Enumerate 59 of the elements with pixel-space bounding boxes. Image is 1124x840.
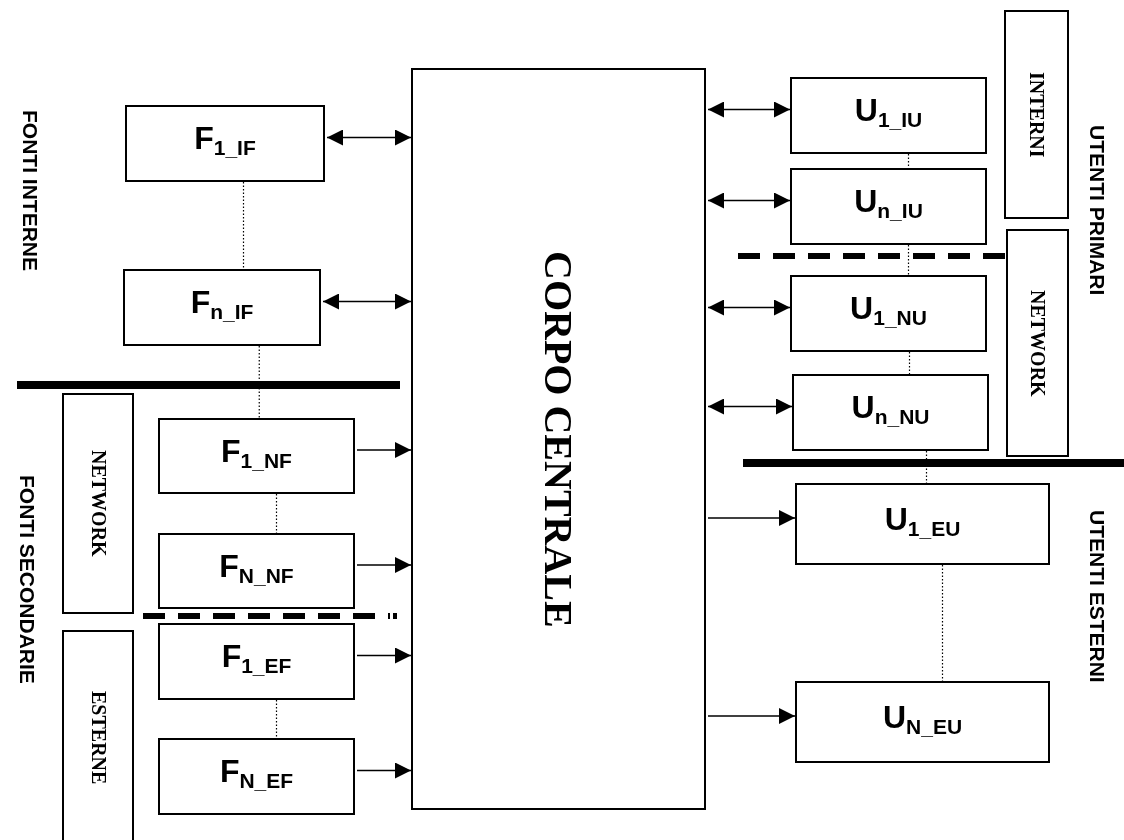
group-box (1006, 229, 1069, 457)
dotted-connector (907, 153, 910, 169)
group-label: NETWORK (86, 450, 110, 557)
dotted-connector (941, 564, 944, 682)
group-label: INTERNI (1025, 71, 1048, 158)
entity-box (158, 533, 355, 609)
entity-box (158, 623, 355, 700)
section-label: UTENTI PRIMARI (1085, 125, 1109, 296)
entity-box (795, 681, 1050, 763)
entity-box (123, 269, 321, 346)
arrow (356, 647, 412, 664)
central-box (411, 68, 706, 810)
entity-box (125, 105, 325, 182)
entity-label: U$_{N_EU}$ (882, 698, 963, 740)
dotted-connector (908, 351, 911, 375)
entity-label: F$_{1_EF}$ (221, 638, 292, 679)
section-label: FONTI SECONDARIE (15, 475, 39, 684)
entity-label: F$_{N_NF}$ (219, 547, 294, 589)
entity-label: F$_{N_EF}$ (219, 753, 294, 794)
arrow (707, 708, 796, 724)
entity-box (790, 168, 987, 245)
entity-box (158, 738, 355, 815)
entity-label: U$_{n_IU}$ (854, 183, 923, 224)
dotted-connector (275, 493, 278, 534)
central-title: CORPO CENTRALE (535, 250, 582, 628)
entity-label: U$_{1_IU}$ (854, 92, 923, 133)
entity-label: U$_{1_EU}$ (884, 500, 961, 542)
double-arrow (707, 192, 791, 209)
group-box (62, 630, 134, 840)
entity-box (790, 77, 987, 154)
entity-label: F$_{1_IF}$ (194, 120, 256, 161)
entity-label: U$_{1_NU}$ (850, 290, 927, 331)
dotted-connector (242, 181, 245, 270)
dotted-connector (925, 450, 928, 484)
arrow (356, 762, 412, 779)
dotted-connector (275, 699, 278, 739)
double-arrow (322, 293, 412, 310)
entity-box (795, 483, 1050, 565)
double-arrow (707, 398, 793, 415)
entity-label: F$_{1_NF}$ (221, 432, 292, 474)
entity-label: F$_{n_IF}$ (190, 284, 254, 325)
section-label: FONTI INTERNE (18, 110, 42, 271)
group-label: NETWORK (1026, 289, 1049, 397)
arrow (707, 510, 796, 526)
section-label: UTENTI ESTERNI (1085, 510, 1109, 683)
dotted-connector (258, 345, 260, 419)
double-arrow (326, 129, 412, 146)
group-box (1004, 10, 1069, 219)
double-arrow (707, 299, 791, 316)
group-label: ESTERNE (86, 690, 110, 785)
dotted-connector (907, 244, 910, 276)
entity-label: U$_{n_NU}$ (851, 389, 930, 430)
entity-box (790, 275, 987, 352)
arrow (356, 442, 412, 458)
group-box (62, 393, 134, 614)
double-arrow (707, 101, 791, 118)
entity-box (792, 374, 989, 451)
entity-box (158, 418, 355, 494)
arrow (356, 557, 412, 573)
